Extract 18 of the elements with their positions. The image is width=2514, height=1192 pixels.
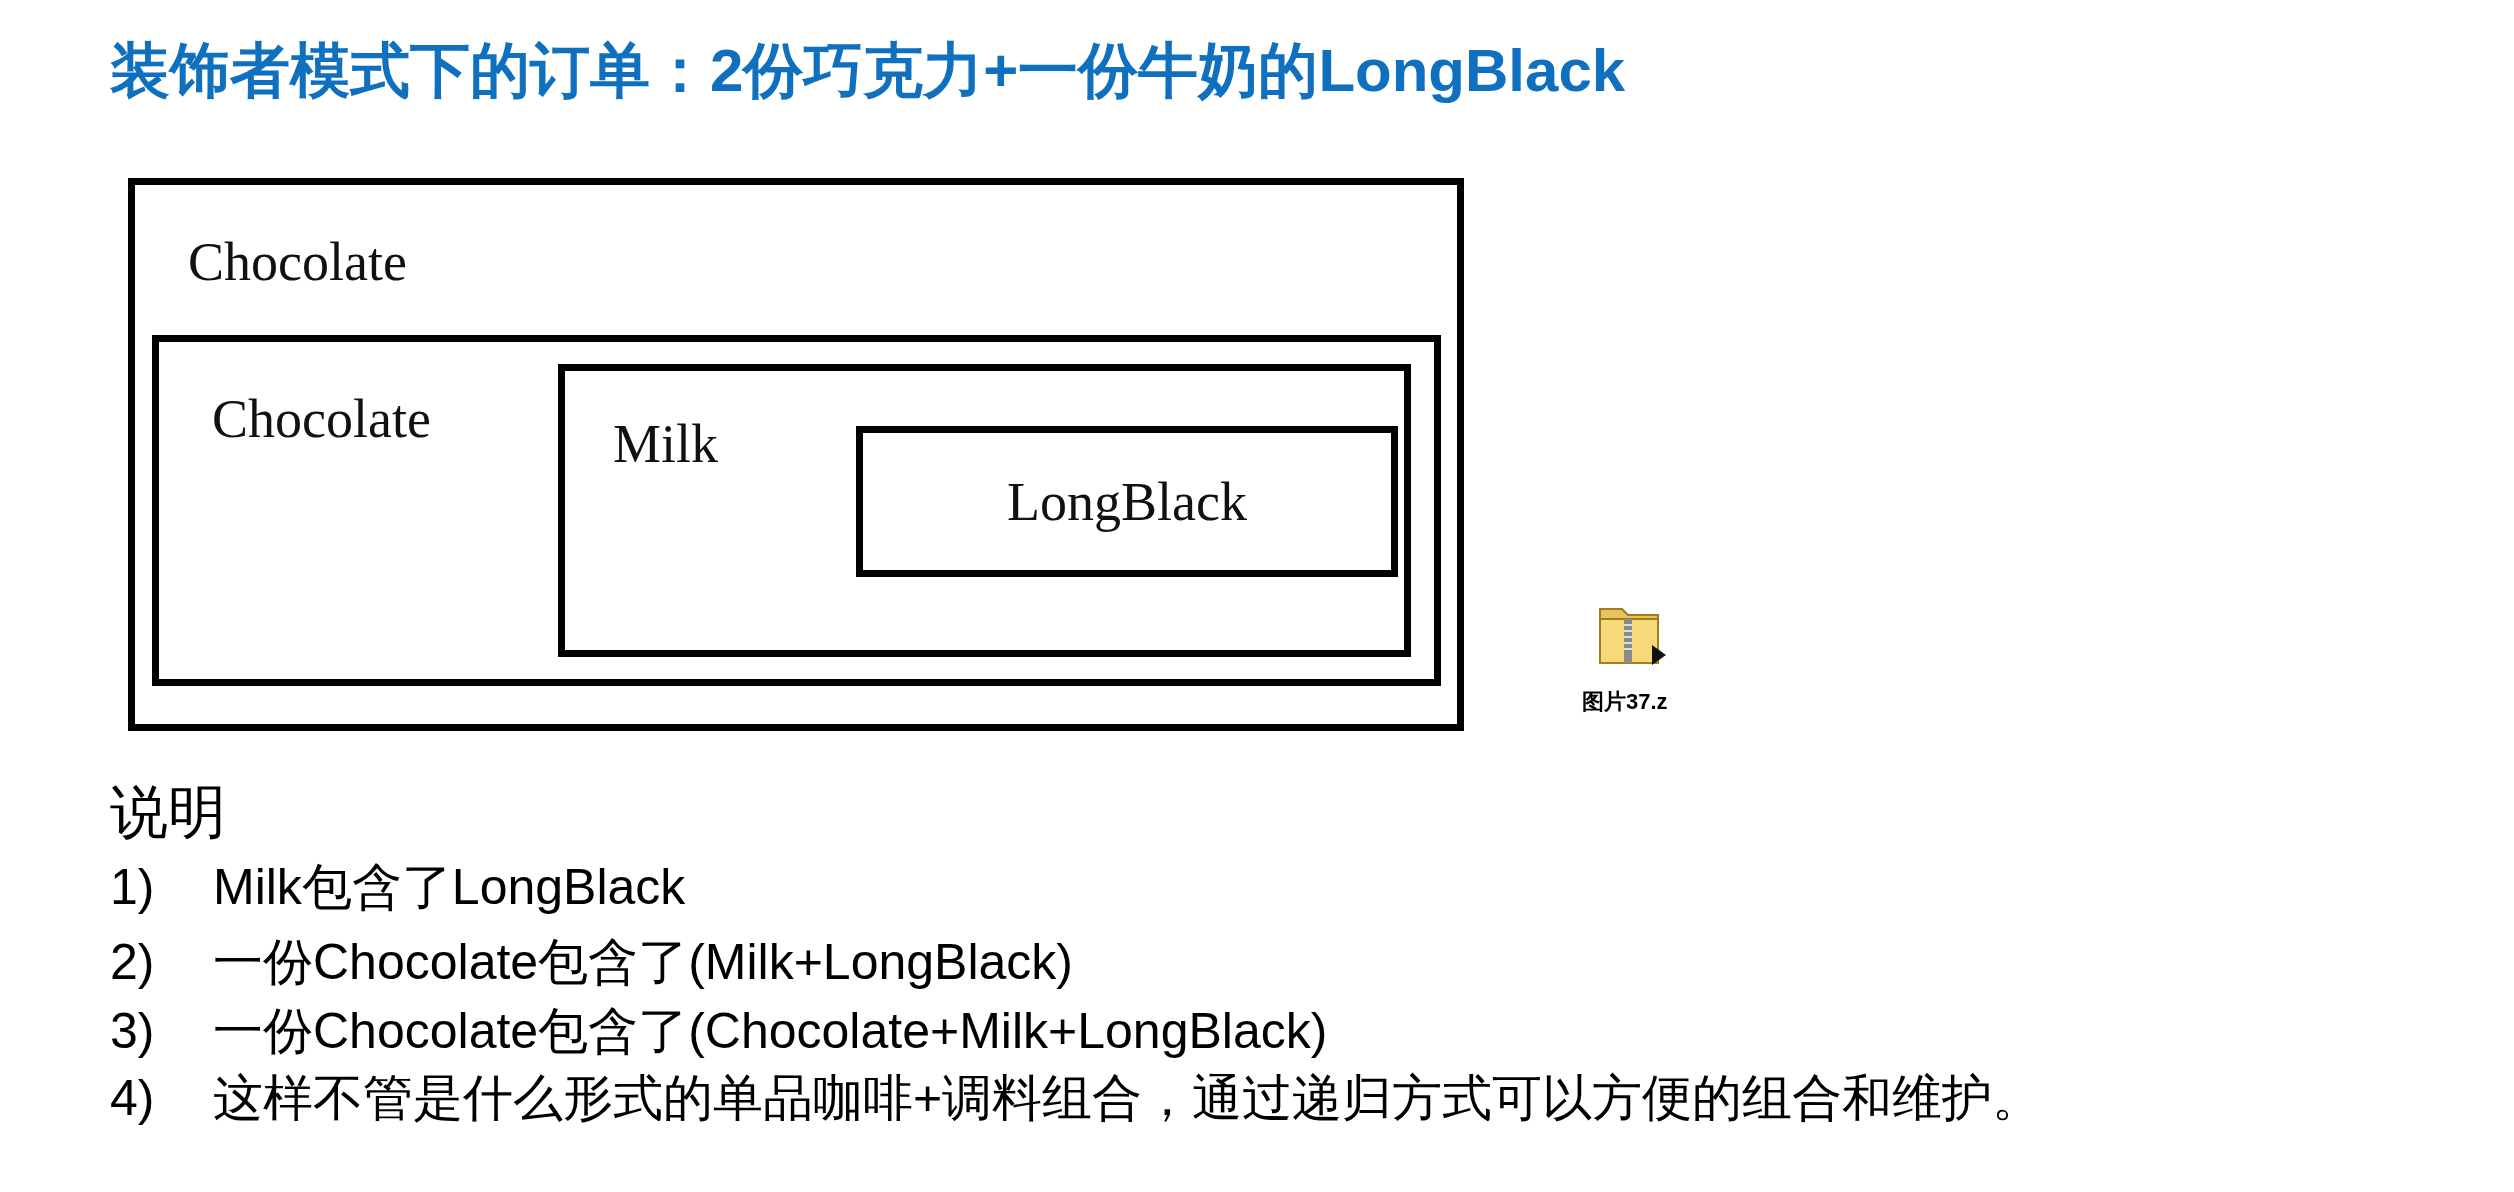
title: 装饰者模式下的订单：2份巧克力+一份牛奶的LongBlack [110,38,1626,104]
list-item: 一份Chocolate包含了(Milk+LongBlack) [213,935,1073,990]
list-item: 这样不管是什么形式的单品咖啡+调料组合，通过递归方式可以方便的组合和维护。 [213,1071,2043,1126]
decorator-box [152,335,1441,686]
box-label: Chocolate [212,392,431,446]
decorator-box [856,426,1398,577]
list-number: 4) [110,1071,155,1126]
list-number: 3) [110,1004,155,1059]
decorator-box [558,364,1411,657]
list-number: 2) [110,935,155,990]
box-label: Chocolate [188,235,407,289]
section-heading: 说明 [110,780,226,844]
box-label: Milk [613,417,719,471]
file-name: 图片37.z [1582,690,1668,715]
list-item: Milk包含了LongBlack [213,860,686,915]
decorator-box [128,178,1464,731]
list-item: 一份Chocolate包含了(Chocolate+Milk+LongBlack) [213,1004,1328,1059]
list-number: 1) [110,860,155,915]
